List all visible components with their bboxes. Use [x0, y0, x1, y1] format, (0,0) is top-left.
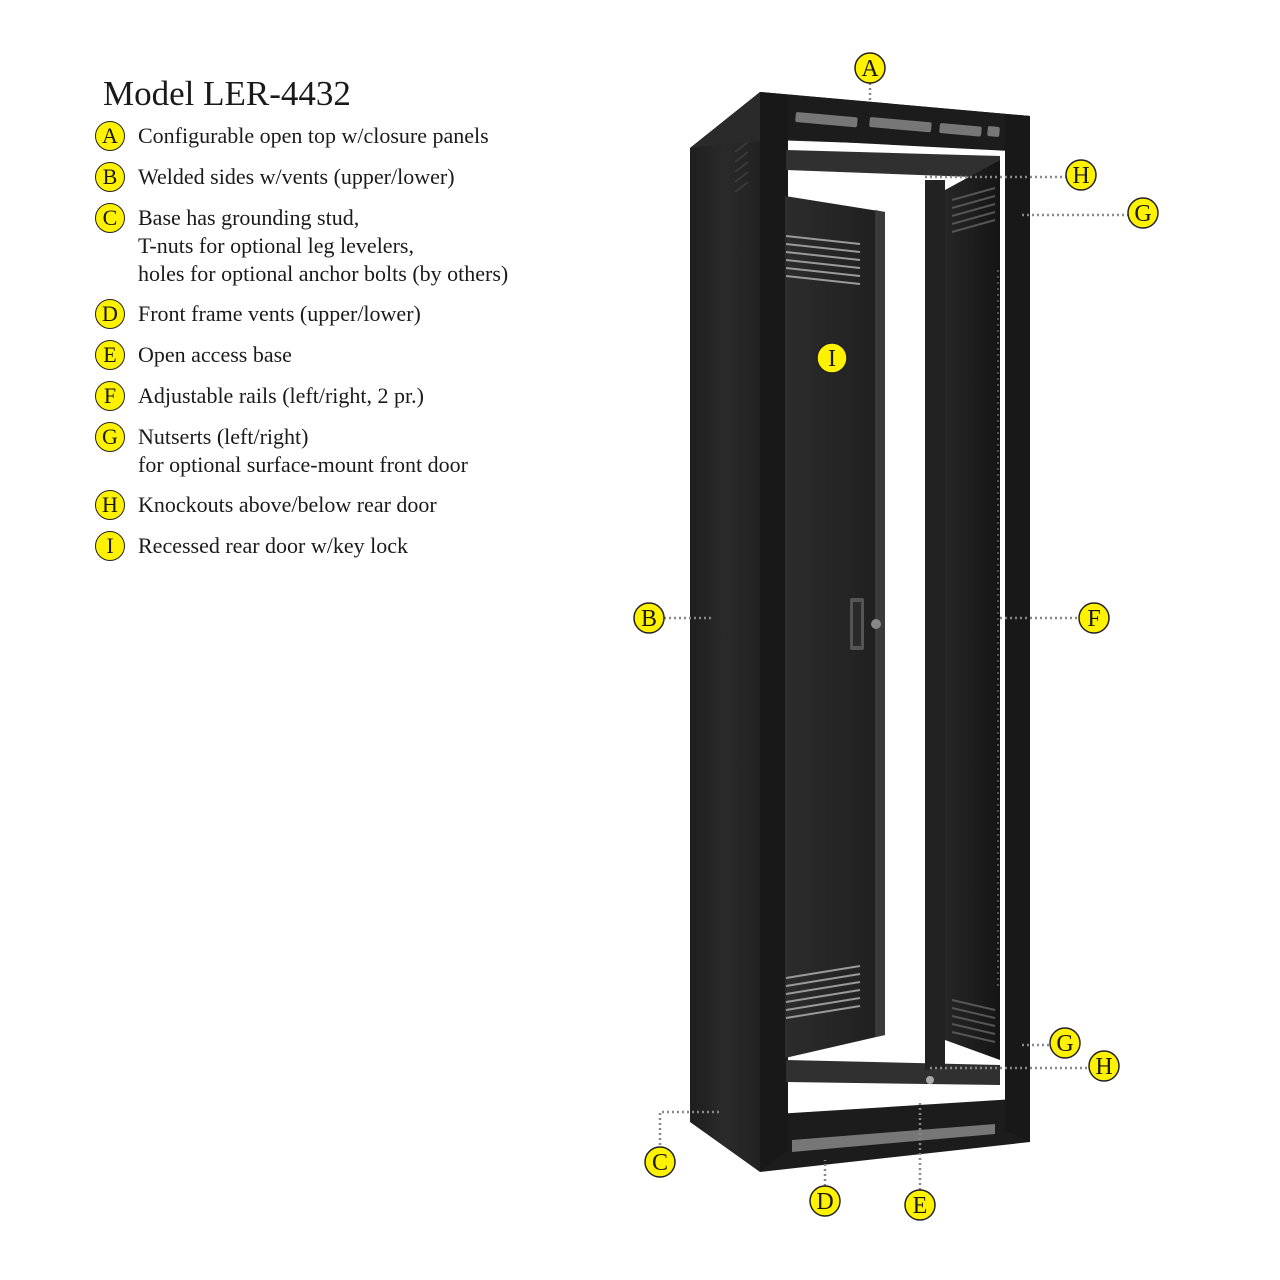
legend-item-i: I Recessed rear door w/key lock [95, 530, 615, 561]
legend-text-a: Configurable open top w/closure panels [138, 123, 489, 148]
callout-g-bottom: G [1049, 1027, 1081, 1059]
grounding-stud-icon [926, 1076, 934, 1084]
key-lock-icon [850, 598, 881, 650]
callout-c-letter: C [652, 1150, 668, 1176]
callout-g-top: G [1127, 197, 1159, 229]
legend-text-h: Knockouts above/below rear door [138, 492, 437, 517]
callout-d: D [809, 1185, 841, 1217]
leader-lines [658, 83, 1128, 1190]
legend-badge-g: G [95, 422, 125, 452]
callout-g-bottom-letter: G [1056, 1031, 1073, 1057]
legend-badge-a: A [95, 121, 125, 151]
legend-text-e: Open access base [138, 342, 292, 367]
callout-g-top-letter: G [1134, 201, 1151, 227]
legend-item-c: C Base has grounding stud, T-nuts for op… [95, 202, 615, 288]
callout-h-top: H [1065, 159, 1097, 191]
rear-door [785, 196, 885, 1058]
callout-e-letter: E [913, 1193, 928, 1219]
callout-i: I [816, 342, 848, 374]
legend-badge-b: B [95, 162, 125, 192]
rack-rear-interior [786, 150, 1000, 1085]
legend-item-h: H Knockouts above/below rear door [95, 489, 615, 520]
legend-badge-c: C [95, 203, 125, 233]
callout-d-letter: D [816, 1189, 833, 1215]
legend-badge-h: H [95, 490, 125, 520]
callout-h-bottom-letter: H [1095, 1054, 1112, 1080]
callout-b: B [633, 602, 665, 634]
feature-legend: A Configurable open top w/closure panels… [95, 120, 615, 571]
callout-i-letter: I [828, 346, 836, 372]
legend-item-b: B Welded sides w/vents (upper/lower) [95, 161, 615, 192]
legend-item-g: G Nutserts (left/right) for optional sur… [95, 421, 615, 479]
front-top-vents [795, 112, 1000, 137]
legend-text-b: Welded sides w/vents (upper/lower) [138, 164, 455, 189]
legend-badge-d: D [95, 299, 125, 329]
legend-badge-e: E [95, 340, 125, 370]
legend-badge-i: I [95, 531, 125, 561]
callout-b-letter: B [641, 606, 657, 632]
callout-c: C [644, 1146, 676, 1178]
callout-h-top-letter: H [1072, 163, 1089, 189]
legend-text-g: Nutserts (left/right) for optional surfa… [138, 424, 468, 477]
model-title: Model LER-4432 [103, 74, 351, 113]
callout-e: E [904, 1189, 936, 1221]
rack-side-panel [690, 92, 760, 1172]
legend-item-f: F Adjustable rails (left/right, 2 pr.) [95, 380, 615, 411]
legend-text-d: Front frame vents (upper/lower) [138, 301, 421, 326]
legend-text-f: Adjustable rails (left/right, 2 pr.) [138, 383, 424, 408]
legend-item-a: A Configurable open top w/closure panels [95, 120, 615, 151]
legend-badge-f: F [95, 381, 125, 411]
front-bottom-vents [792, 1124, 995, 1152]
callout-h-bottom: H [1088, 1050, 1120, 1082]
callout-f-letter: F [1087, 606, 1100, 632]
legend-text-i: Recessed rear door w/key lock [138, 533, 409, 558]
legend-text-c: Base has grounding stud, T-nuts for opti… [138, 205, 509, 286]
legend-item-d: D Front frame vents (upper/lower) [95, 298, 615, 329]
legend-item-e: E Open access base [95, 339, 615, 370]
callout-a-letter: A [861, 56, 879, 82]
callout-a: A [854, 52, 886, 84]
callout-f: F [1078, 602, 1110, 634]
